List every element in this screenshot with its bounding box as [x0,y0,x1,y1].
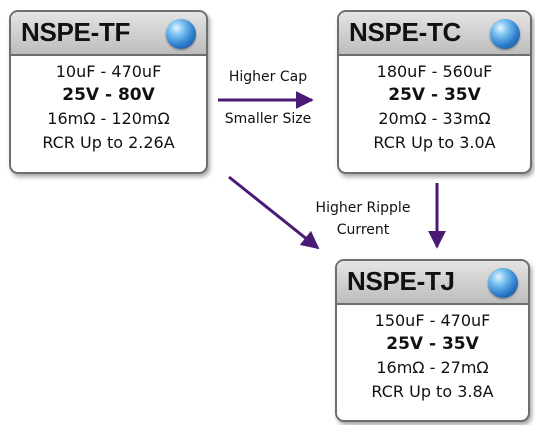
card-nspe-tj: NSPE-TJ 150uF - 470uF 25V - 35V 16mΩ - 2… [335,259,530,422]
blue-orb-icon [166,19,196,49]
rcr-rating: RCR Up to 3.0A [373,132,496,152]
card-specs: 150uF - 470uF 25V - 35V 16mΩ - 27mΩ RCR … [337,305,528,403]
voltage-range: 25V - 35V [386,333,479,354]
card-specs: 180uF - 560uF 25V - 35V 20mΩ - 33mΩ RCR … [339,56,530,154]
edge-label-line: Smaller Size [224,111,312,127]
edge-label-line: Higher Ripple [315,200,411,216]
capacitance-range: 150uF - 470uF [374,311,491,330]
voltage-range: 25V - 80V [62,84,155,105]
card-header: NSPE-TJ [337,261,528,305]
esr-range: 16mΩ - 120mΩ [47,109,170,128]
edge-label-line: Current [336,222,390,238]
card-header: NSPE-TF [11,12,206,56]
card-header: NSPE-TC [339,12,530,56]
rcr-rating: RCR Up to 2.26A [42,132,175,152]
capacitance-range: 180uF - 560uF [376,62,493,81]
card-title: NSPE-TF [21,17,131,47]
arrow-tf-to-tj [228,175,320,250]
edge-label-line: Higher Cap [228,69,308,85]
capacitance-range: 10uF - 470uF [55,62,162,81]
card-nspe-tf: NSPE-TF 10uF - 470uF 25V - 80V 16mΩ - 12… [9,10,208,174]
card-title: NSPE-TJ [347,266,455,296]
edge-label-higher-ripple-current: Higher Ripple Current [296,197,430,241]
esr-range: 20mΩ - 33mΩ [378,109,491,128]
blue-orb-icon [488,268,518,298]
edge-label-higher-cap: Higher Cap [209,66,327,88]
edge-label-smaller-size: Smaller Size [209,108,327,130]
card-specs: 10uF - 470uF 25V - 80V 16mΩ - 120mΩ RCR … [11,56,206,154]
esr-range: 16mΩ - 27mΩ [376,358,489,377]
rcr-rating: RCR Up to 3.8A [371,381,494,401]
card-title: NSPE-TC [349,17,462,47]
voltage-range: 25V - 35V [388,84,481,105]
blue-orb-icon [490,19,520,49]
card-nspe-tc: NSPE-TC 180uF - 560uF 25V - 35V 20mΩ - 3… [337,10,532,174]
